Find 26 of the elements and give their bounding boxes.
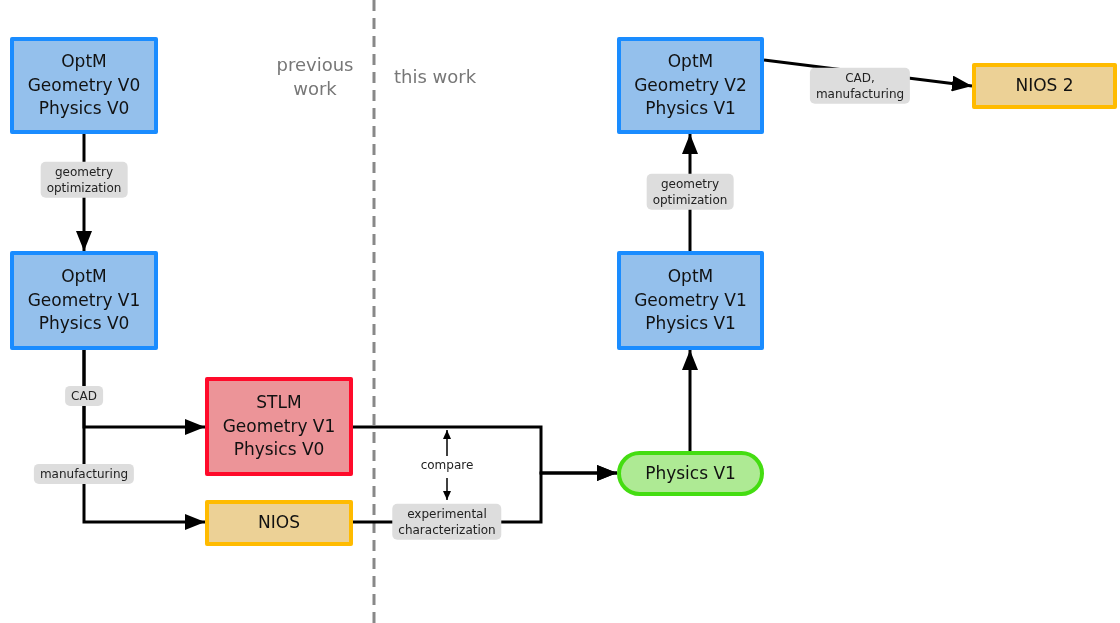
section-label: this work bbox=[392, 65, 478, 89]
model-box bbox=[10, 37, 158, 134]
node-text: NIOS 2 bbox=[1014, 74, 1075, 98]
node-text: OptM Geometry V0 Physics V0 bbox=[26, 49, 142, 121]
section-label: previous work bbox=[275, 53, 355, 102]
model-box bbox=[10, 251, 158, 350]
device-box bbox=[205, 500, 353, 546]
edge-label: geometry optimization bbox=[646, 173, 734, 211]
model-box bbox=[617, 37, 764, 134]
result-pill bbox=[617, 451, 764, 496]
arrow bbox=[82, 350, 205, 530]
node-text: NIOS bbox=[257, 511, 301, 535]
arrow bbox=[682, 350, 698, 451]
edge-label: CAD, manufacturing bbox=[809, 67, 911, 105]
node-text: OptM Geometry V1 Physics V1 bbox=[633, 264, 748, 336]
edge-label: geometry optimization bbox=[40, 161, 128, 199]
device-box bbox=[972, 63, 1117, 109]
model-box bbox=[617, 251, 764, 350]
edge-label: CAD bbox=[65, 385, 103, 407]
node-text: Physics V1 bbox=[644, 461, 737, 485]
edge-label: manufacturing bbox=[33, 463, 135, 485]
model-box bbox=[205, 377, 353, 476]
node-text: STLM Geometry V1 Physics V0 bbox=[221, 390, 337, 462]
node-text: OptM Geometry V1 Physics V0 bbox=[26, 264, 142, 336]
edge-label: experimental characterization bbox=[392, 503, 502, 541]
node-text: OptM Geometry V2 Physics V1 bbox=[633, 49, 748, 121]
